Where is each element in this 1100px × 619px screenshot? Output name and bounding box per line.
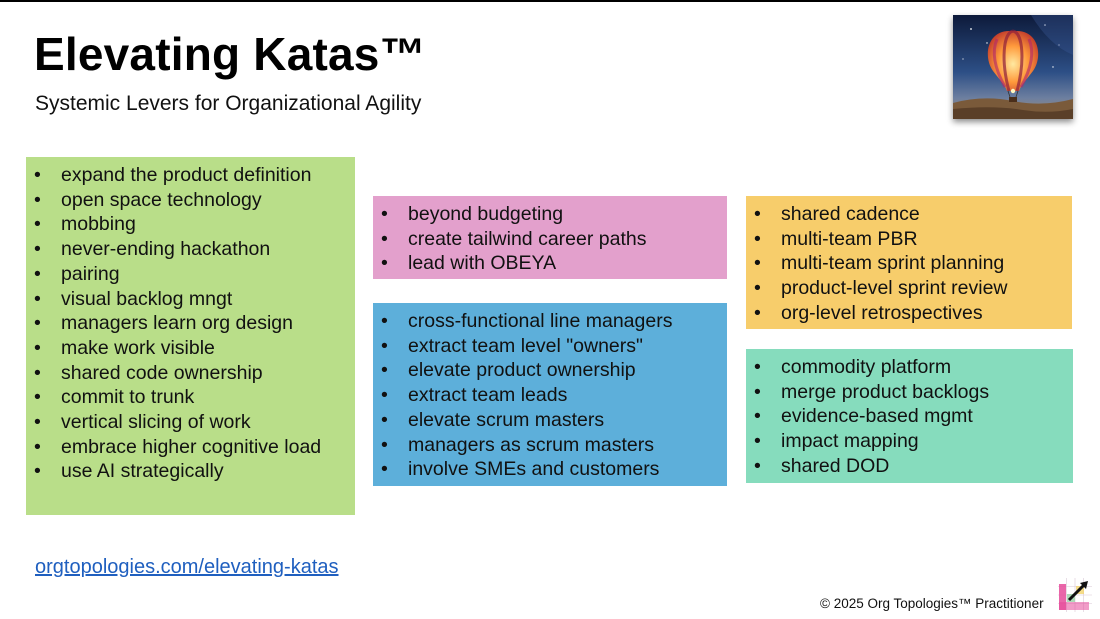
list-item: involve SMEs and customers [381, 457, 719, 482]
list-item: visual backlog mngt [34, 287, 347, 312]
list-item: extract team level "owners" [381, 334, 719, 359]
list-item: mobbing [34, 212, 347, 237]
list-item: evidence-based mgmt [754, 404, 1065, 429]
list-item: extract team leads [381, 383, 719, 408]
list-item: impact mapping [754, 429, 1065, 454]
green-levers-list: expand the product definition open space… [34, 163, 347, 484]
list-item: shared DOD [754, 454, 1065, 479]
orange-levers-list: shared cadence multi-team PBR multi-team… [754, 202, 1064, 326]
list-item: merge product backlogs [754, 380, 1065, 405]
list-item: elevate product ownership [381, 358, 719, 383]
list-item: managers learn org design [34, 311, 347, 336]
list-item: lead with OBEYA [381, 251, 719, 276]
list-item: commit to trunk [34, 385, 347, 410]
list-item: shared cadence [754, 202, 1064, 227]
blue-levers-list: cross-functional line managers extract t… [381, 309, 719, 482]
blue-levers-box: cross-functional line managers extract t… [373, 303, 727, 486]
list-item: multi-team sprint planning [754, 251, 1064, 276]
list-item: commodity platform [754, 355, 1065, 380]
top-rule [0, 0, 1100, 2]
pink-levers-list: beyond budgeting create tailwind career … [381, 202, 719, 276]
orange-levers-box: shared cadence multi-team PBR multi-team… [746, 196, 1072, 329]
list-item: open space technology [34, 188, 347, 213]
list-item: product-level sprint review [754, 276, 1064, 301]
pink-levers-box: beyond budgeting create tailwind career … [373, 196, 727, 279]
list-item: multi-team PBR [754, 227, 1064, 252]
copyright-footer: © 2025 Org Topologies™ Practitioner [820, 596, 1044, 611]
list-item: elevate scrum masters [381, 408, 719, 433]
list-item: use AI strategically [34, 459, 347, 484]
list-item: make work visible [34, 336, 347, 361]
teal-levers-list: commodity platform merge product backlog… [754, 355, 1065, 479]
page-title: Elevating Katas™ [34, 28, 426, 80]
list-item: expand the product definition [34, 163, 347, 188]
list-item: org-level retrospectives [754, 301, 1064, 326]
list-item: beyond budgeting [381, 202, 719, 227]
green-levers-box: expand the product definition open space… [26, 157, 355, 515]
list-item: pairing [34, 262, 347, 287]
list-item: vertical slicing of work [34, 410, 347, 435]
teal-levers-box: commodity platform merge product backlog… [746, 349, 1073, 483]
page-subtitle: Systemic Levers for Organizational Agili… [35, 92, 422, 115]
list-item: create tailwind career paths [381, 227, 719, 252]
elevating-katas-link[interactable]: orgtopologies.com/elevating-katas [35, 556, 339, 578]
list-item: embrace higher cognitive load [34, 435, 347, 460]
list-item: never-ending hackathon [34, 237, 347, 262]
list-item: managers as scrum masters [381, 433, 719, 458]
hot-air-balloon-photo [953, 15, 1073, 119]
list-item: shared code ownership [34, 361, 347, 386]
org-topologies-logo-icon [1058, 578, 1092, 612]
list-item: cross-functional line managers [381, 309, 719, 334]
